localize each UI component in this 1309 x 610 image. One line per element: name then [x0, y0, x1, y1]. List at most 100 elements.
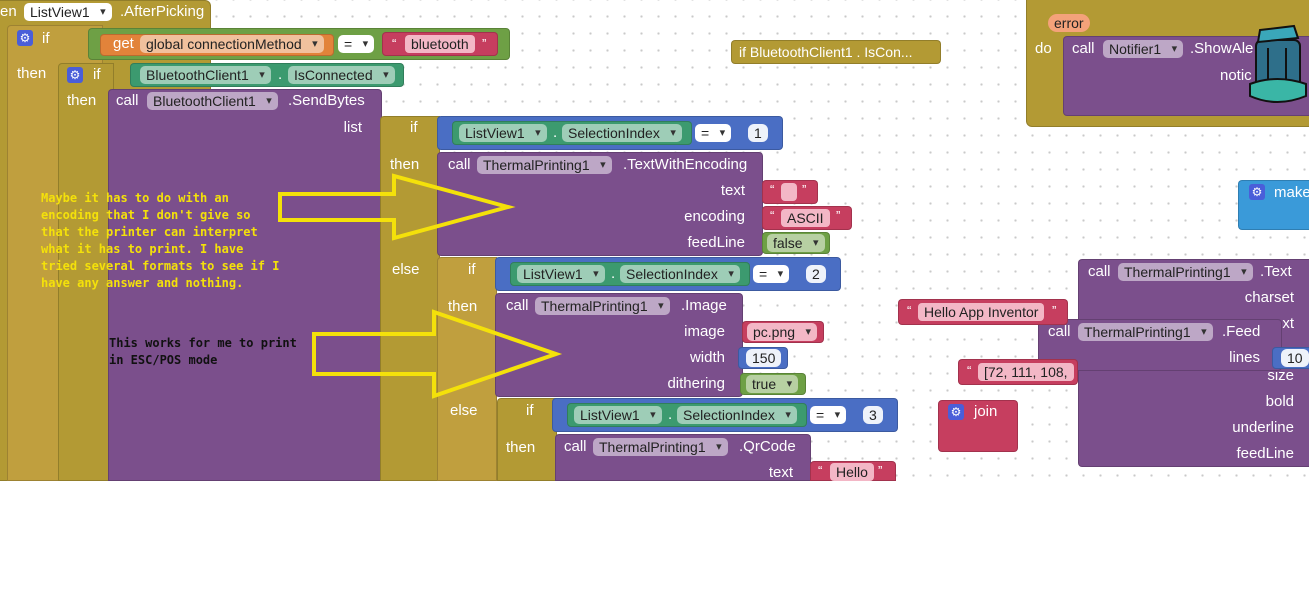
qr-text-value[interactable]: Hello: [830, 463, 874, 481]
event-prefix: en: [0, 3, 17, 20]
collapsed-if-label: if BluetoothClient1 . IsCon...: [739, 44, 913, 60]
then-label: then: [67, 92, 97, 109]
then-label: then: [448, 298, 478, 315]
gear-icon[interactable]: ⚙: [1249, 184, 1265, 200]
quote-open: “: [392, 36, 397, 51]
method-label: .QrCode: [739, 438, 796, 455]
variable-dropdown[interactable]: global connectionMethod: [140, 35, 324, 53]
if-connected-block[interactable]: [58, 63, 114, 481]
number-value[interactable]: 1: [748, 124, 768, 142]
bytes-value[interactable]: [72, 111, 108,: [978, 363, 1074, 381]
call-label: call: [448, 156, 471, 173]
empty-text-value[interactable]: [781, 183, 797, 201]
compare-op-dropdown[interactable]: =: [753, 265, 790, 283]
param-label: image: [684, 323, 725, 340]
compare-op-dropdown[interactable]: =: [338, 35, 375, 53]
true-dropdown[interactable]: true: [746, 375, 799, 393]
width-value[interactable]: 150: [746, 349, 782, 367]
param-label: encoding: [684, 208, 745, 225]
method-label: .Feed: [1222, 323, 1261, 340]
else-label: else: [450, 402, 478, 419]
listview-dropdown[interactable]: ListView1: [574, 406, 662, 424]
then-label: then: [390, 156, 420, 173]
dot-label: .: [278, 66, 283, 83]
string-bluetooth-value[interactable]: bluetooth: [405, 35, 475, 53]
if-label: if: [526, 402, 534, 419]
call-label: call: [1088, 263, 1111, 280]
if-label: if: [93, 66, 101, 83]
if-selection-block-3[interactable]: [497, 398, 557, 481]
bluetooth-client-dropdown[interactable]: BluetoothClient1: [140, 66, 271, 84]
number-value[interactable]: 2: [806, 265, 826, 283]
make-label: make: [1274, 184, 1309, 201]
encoding-value[interactable]: ASCII: [781, 209, 830, 227]
listview-dropdown[interactable]: ListView1: [517, 265, 605, 283]
is-connected-dropdown[interactable]: IsConnected: [288, 66, 395, 84]
if-label: if: [468, 261, 476, 278]
arrow-icon: [312, 309, 563, 399]
trash-icon[interactable]: [1242, 18, 1309, 108]
printer-dropdown[interactable]: ThermalPrinting1: [477, 156, 612, 174]
method-label: .Text: [1260, 263, 1292, 280]
error-param[interactable]: error: [1048, 14, 1090, 32]
compare-op-dropdown[interactable]: =: [695, 124, 732, 142]
quote-close: ”: [802, 182, 807, 197]
gear-icon[interactable]: ⚙: [948, 404, 964, 420]
quote-open: “: [967, 363, 972, 378]
selection-index-dropdown[interactable]: SelectionIndex: [677, 406, 797, 424]
dot-label: .: [611, 265, 616, 282]
gear-icon[interactable]: ⚙: [67, 67, 83, 83]
selection-index-dropdown[interactable]: SelectionIndex: [562, 124, 682, 142]
event-name: .AfterPicking: [120, 3, 205, 20]
call-label: call: [1072, 40, 1095, 57]
method-label: .TextWithEncoding: [623, 156, 748, 173]
hello-app-inventor-value[interactable]: Hello App Inventor: [918, 303, 1045, 321]
annotation-encoding-note: Maybe it has to do with an encoding that…: [41, 191, 280, 290]
printer-dropdown[interactable]: ThermalPrinting1: [535, 297, 670, 315]
printer-dropdown[interactable]: ThermalPrinting1: [1078, 323, 1213, 341]
printer-dropdown[interactable]: ThermalPrinting1: [1118, 263, 1253, 281]
event-component-dropdown[interactable]: ListView1: [24, 3, 112, 21]
call-label: call: [564, 438, 587, 455]
number-value[interactable]: 3: [863, 406, 883, 424]
param-label: bold: [1265, 393, 1294, 410]
image-file-dropdown[interactable]: pc.png: [747, 323, 818, 341]
annotation-escpos-note: This works for me to print in ESC/POS mo…: [109, 336, 297, 367]
param-label: charset: [1244, 289, 1294, 306]
method-label: .Image: [681, 297, 727, 314]
compare-op-dropdown[interactable]: =: [810, 406, 847, 424]
listview-dropdown[interactable]: ListView1: [459, 124, 547, 142]
dot-label: .: [553, 124, 558, 141]
call-label: call: [116, 92, 139, 109]
get-label: get: [113, 35, 134, 52]
param-label: size: [1267, 367, 1294, 384]
send-bytes-block[interactable]: [108, 89, 382, 481]
lines-value[interactable]: 10: [1281, 349, 1309, 367]
quote-close: ”: [1052, 303, 1057, 318]
send-bytes-method: .SendBytes: [288, 92, 365, 109]
else-label: else: [392, 261, 420, 278]
param-label: width: [689, 349, 725, 366]
param-label: lines: [1229, 349, 1260, 366]
quote-open: “: [907, 303, 912, 318]
quote-close: ”: [482, 36, 487, 51]
quote-open: “: [770, 182, 775, 197]
collapsed-if-block[interactable]: [731, 40, 941, 64]
notifier-dropdown[interactable]: Notifier1: [1103, 40, 1184, 58]
quote-open: “: [818, 463, 823, 478]
quote-open: “: [770, 208, 775, 223]
selection-index-dropdown[interactable]: SelectionIndex: [620, 265, 740, 283]
if-label: if: [410, 119, 418, 136]
param-label: feedLine: [1236, 445, 1294, 462]
join-label: join: [974, 403, 998, 420]
printer-dropdown[interactable]: ThermalPrinting1: [593, 438, 728, 456]
false-dropdown[interactable]: false: [767, 234, 825, 252]
notice-param: notic: [1220, 67, 1252, 84]
send-bytes-component-dropdown[interactable]: BluetoothClient1: [147, 92, 278, 110]
qr-code-block[interactable]: [555, 434, 811, 481]
then-label: then: [506, 439, 536, 456]
param-label: dithering: [667, 375, 725, 392]
param-label: text: [768, 464, 793, 481]
blocks-workspace[interactable]: en ListView1 .AfterPicking ⚙ if then get…: [0, 0, 1309, 481]
gear-icon[interactable]: ⚙: [17, 30, 33, 46]
